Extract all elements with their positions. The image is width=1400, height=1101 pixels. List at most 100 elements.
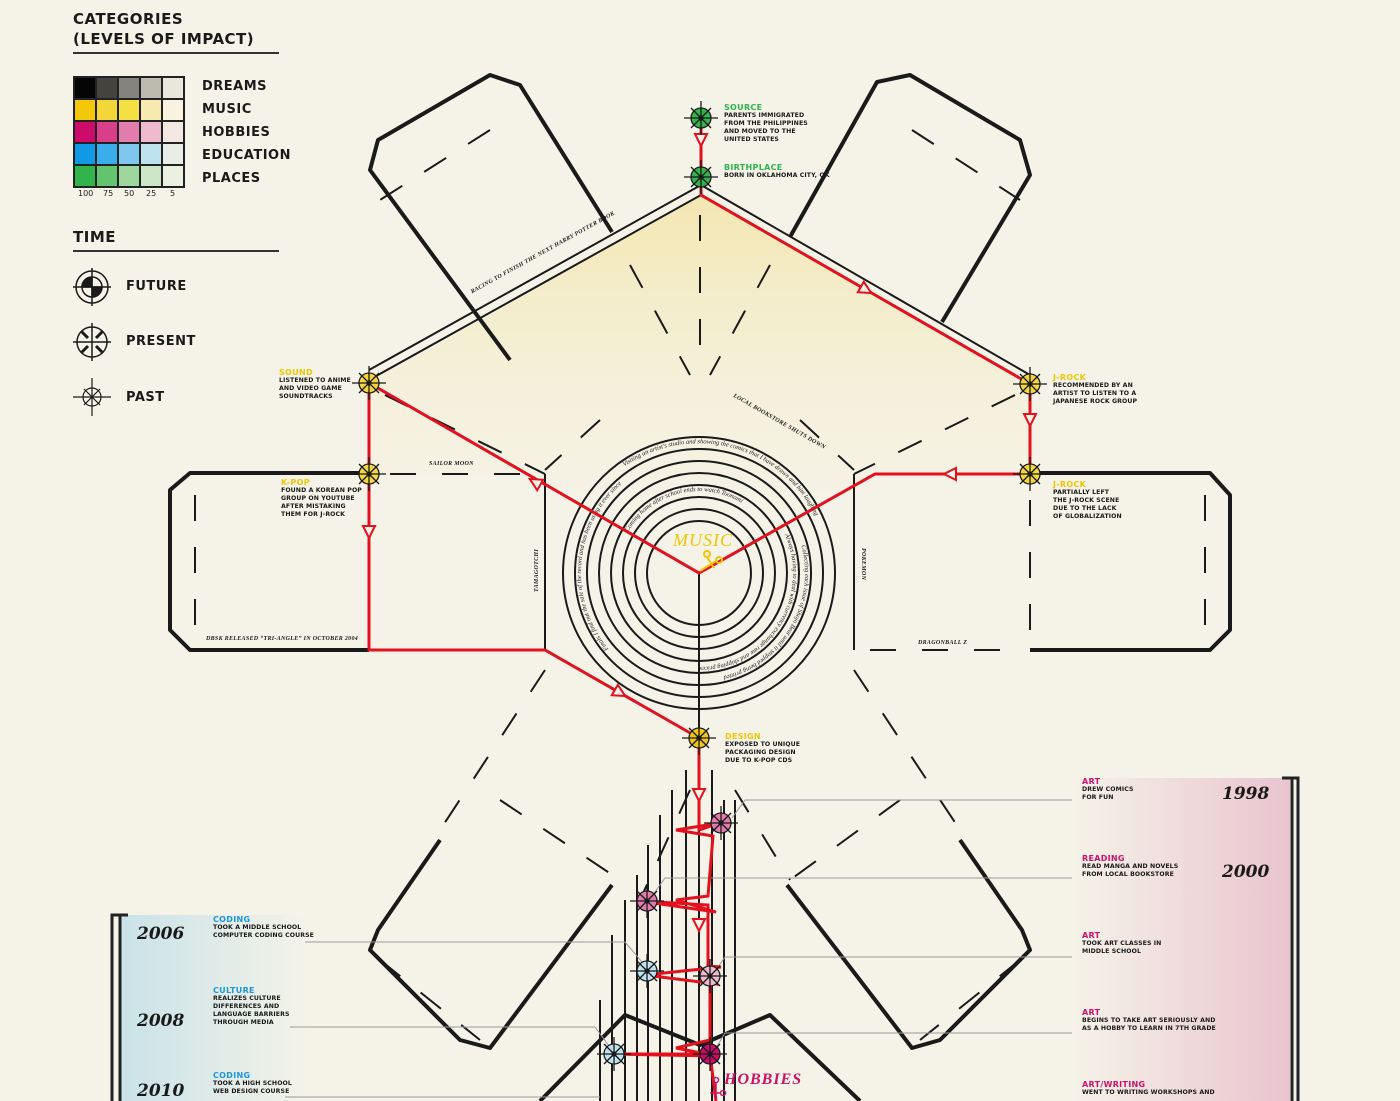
timeline-left-panel: [120, 915, 310, 1101]
impact-swatch: [162, 165, 184, 187]
timeline-right-bar: [1282, 776, 1300, 1101]
event-node: [1013, 457, 1047, 491]
ring: [586, 460, 812, 686]
ring: [598, 472, 800, 674]
annotation-dragonball: DRAGONBALL Z: [918, 640, 968, 646]
impact-swatch: [118, 121, 140, 143]
categories-subtitle: (LEVELS OF IMPACT): [73, 30, 255, 48]
entry-title: CODING: [213, 915, 251, 924]
node-title: K-POP: [281, 478, 310, 487]
node-desc: RECOMMENDED BY AN ARTIST TO LISTEN TO A …: [1053, 382, 1138, 405]
category-dreams: DREAMS: [202, 79, 268, 94]
impact-swatch: [140, 77, 162, 99]
arrow-icon: [361, 525, 377, 541]
level-label: 5: [170, 189, 176, 198]
impact-swatch: [140, 165, 162, 187]
impact-swatch: [162, 143, 184, 165]
scissors-icon: [699, 550, 723, 572]
divider: [73, 52, 279, 54]
categories-title: CATEGORIES: [73, 10, 184, 28]
timeline-right-panel: [1070, 778, 1290, 1101]
category-hobbies: HOBBIES: [202, 125, 271, 140]
entry-title: CULTURE: [213, 986, 255, 995]
annotation-sailor-moon: SAILOR MOON: [429, 461, 474, 467]
impact-swatch: [96, 121, 118, 143]
time-title: TIME: [73, 228, 116, 246]
music-label: MUSIC: [673, 530, 733, 550]
node-desc: FOUND A KOREAN POP GROUP ON YOUTUBE AFTE…: [281, 487, 362, 518]
entry-desc: WENT TO WRITING WORKSHOPS AND: [1082, 1089, 1215, 1096]
ring: [622, 496, 776, 650]
impact-swatch: [74, 165, 96, 187]
entry-desc: REALIZES CULTURE DIFFERENCES AND LANGUAG…: [213, 995, 290, 1026]
event-node: [597, 1037, 631, 1071]
entry-desc: TOOK ART CLASSES IN MIDDLE SCHOOL: [1082, 940, 1162, 955]
impact-swatch: [162, 99, 184, 121]
past-icon: [73, 378, 111, 416]
node-title: SOURCE: [724, 103, 763, 112]
impact-swatch: [96, 99, 118, 121]
hexagon-edges: [368, 184, 1031, 738]
direction-arrows: [361, 133, 1038, 934]
node-title: J-ROCK: [1053, 373, 1087, 382]
timeline-left-bar: [110, 913, 128, 1101]
annotation-pokemon: POKEMON: [860, 548, 866, 581]
entry-title: ART/WRITING: [1082, 1080, 1146, 1089]
year-label: 2000: [1222, 862, 1270, 882]
category-places: PLACES: [202, 171, 261, 186]
event-node: [352, 457, 386, 491]
arrow-icon: [691, 918, 707, 934]
impact-swatch: [162, 121, 184, 143]
time-future-label: FUTURE: [126, 279, 187, 294]
event-node: [693, 959, 727, 993]
impact-swatch: [118, 99, 140, 121]
node-desc: PARENTS IMMIGRATED FROM THE PHILIPPINES …: [724, 112, 808, 143]
node-title: SOUND: [279, 368, 313, 377]
entry-desc: TOOK A HIGH SCHOOL WEB DESIGN COURSE: [213, 1080, 292, 1095]
arrow-icon: [691, 788, 707, 804]
arrow-icon: [527, 477, 545, 493]
event-node: [630, 954, 664, 988]
node-title: BIRTHPLACE: [724, 163, 783, 172]
year-label: 2010: [137, 1081, 185, 1101]
event-node: [1013, 367, 1047, 401]
arrow-icon: [1022, 413, 1038, 429]
divider: [73, 250, 279, 252]
impact-swatch: [74, 143, 96, 165]
impact-swatch: [96, 77, 118, 99]
present-icon: [73, 323, 111, 361]
impact-swatch: [118, 77, 140, 99]
event-node: [684, 160, 718, 194]
entry-title: ART: [1082, 777, 1101, 786]
impact-swatch: [162, 77, 184, 99]
year-label: 2008: [137, 1011, 185, 1031]
impact-swatch: [74, 99, 96, 121]
category-music: MUSIC: [202, 102, 252, 117]
scissors-icon: [710, 1076, 727, 1100]
category-education: EDUCATION: [202, 148, 291, 163]
ring: [610, 484, 788, 662]
year-label: 1998: [1222, 784, 1270, 804]
ring: [574, 448, 824, 698]
ring: [646, 520, 752, 626]
year-label: 2006: [137, 924, 185, 944]
hobbies-label: HOBBIES: [724, 1071, 803, 1088]
node-title: DESIGN: [725, 732, 761, 741]
arrow-icon: [856, 279, 874, 295]
impact-swatch: [140, 99, 162, 121]
level-label: 25: [146, 189, 157, 198]
dashed-spokes: [194, 129, 1206, 1041]
impact-swatch: [74, 121, 96, 143]
